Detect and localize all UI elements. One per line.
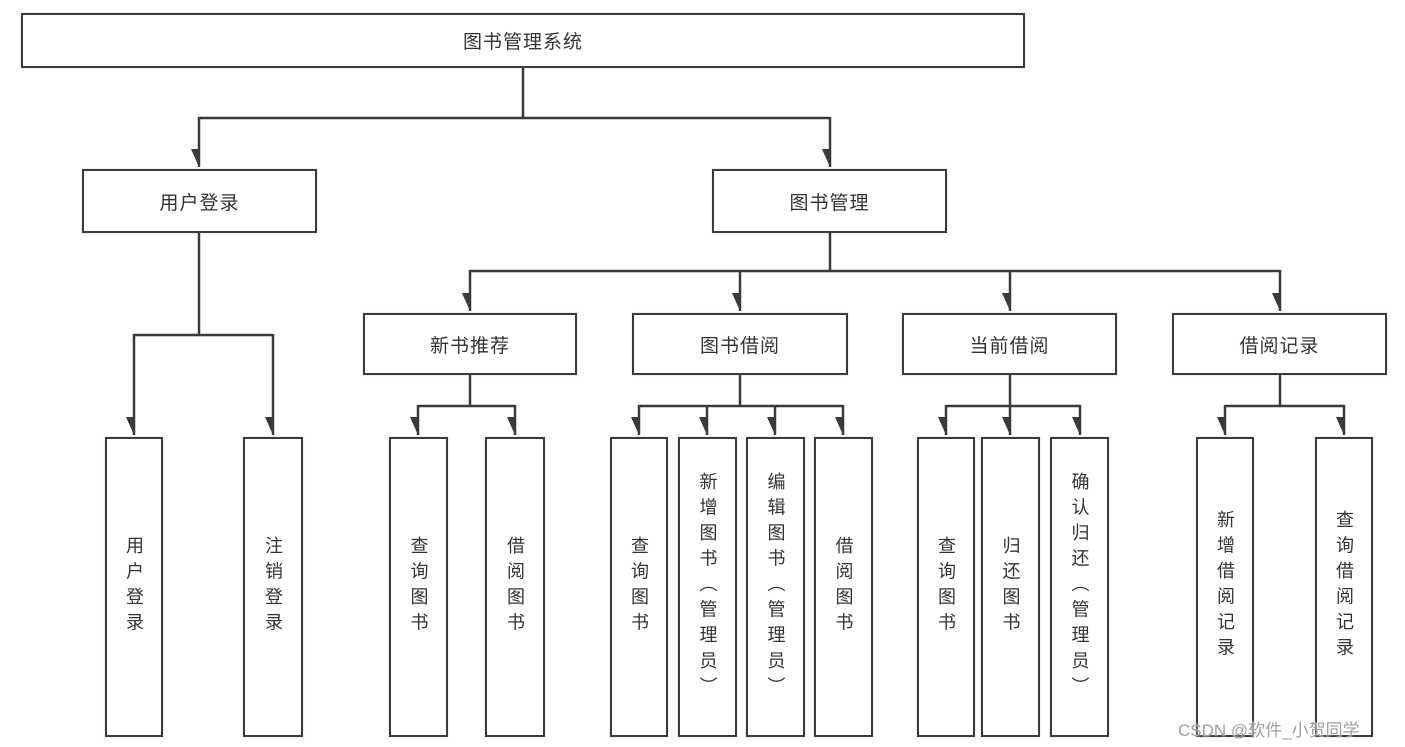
leaf-query-books-borrow: 查询图书: [610, 437, 668, 737]
node-label: 新书推荐: [429, 335, 510, 357]
leaf-query-borrow-record: 查询借阅记录: [1315, 437, 1373, 737]
node-label: 查询图书: [936, 535, 956, 639]
leaf-user-login: 用户登录: [105, 437, 163, 737]
node-label: 图书借阅: [699, 335, 780, 357]
node-book-borrow: 图书借阅: [632, 313, 848, 375]
leaf-add-book-admin: 新增图书（管理员）: [678, 437, 737, 737]
node-label: 编辑图书（管理员）: [765, 471, 786, 703]
leaf-borrow-books: 借阅图书: [814, 437, 873, 737]
node-library-management-system: 图书管理系统: [21, 13, 1025, 68]
leaf-confirm-return-admin: 确认归还（管理员）: [1050, 437, 1109, 737]
leaf-logout: 注销登录: [243, 437, 303, 737]
csdn-watermark: CSDN @软件_小贺同学: [1178, 721, 1360, 740]
node-label: 查询图书: [408, 535, 429, 639]
leaf-return-book: 归还图书: [981, 437, 1040, 737]
node-borrow-records: 借阅记录: [1172, 313, 1387, 375]
node-label: 查询借阅记录: [1334, 510, 1354, 664]
node-label: 新增图书（管理员）: [697, 471, 718, 703]
leaf-query-books-recommend: 查询图书: [389, 437, 448, 737]
node-label: 借阅图书: [505, 535, 525, 639]
node-label: 图书管理: [789, 192, 870, 214]
node-current-borrow: 当前借阅: [902, 313, 1117, 375]
node-label: 用户登录: [159, 192, 240, 214]
node-label: 确认归还（管理员）: [1069, 471, 1090, 703]
node-label: 归还图书: [1000, 535, 1021, 639]
leaf-add-borrow-record: 新增借阅记录: [1196, 437, 1254, 737]
node-label: 图书管理系统: [462, 32, 583, 53]
node-label: 新增借阅记录: [1215, 510, 1235, 664]
node-label: 借阅记录: [1239, 335, 1320, 357]
leaf-edit-book-admin: 编辑图书（管理员）: [746, 437, 805, 737]
node-label: 借阅图书: [833, 535, 854, 639]
leaf-borrow-books-recommend: 借阅图书: [485, 437, 545, 737]
node-new-book-recommend: 新书推荐: [363, 313, 577, 375]
leaf-query-books-current: 查询图书: [917, 437, 975, 737]
node-label: 注销登录: [263, 535, 283, 639]
node-label: 当前借阅: [969, 335, 1050, 357]
node-book-management: 图书管理: [712, 169, 947, 233]
node-label: 用户登录: [124, 535, 144, 639]
node-user-login: 用户登录: [82, 169, 317, 233]
node-label: 查询图书: [629, 535, 649, 639]
